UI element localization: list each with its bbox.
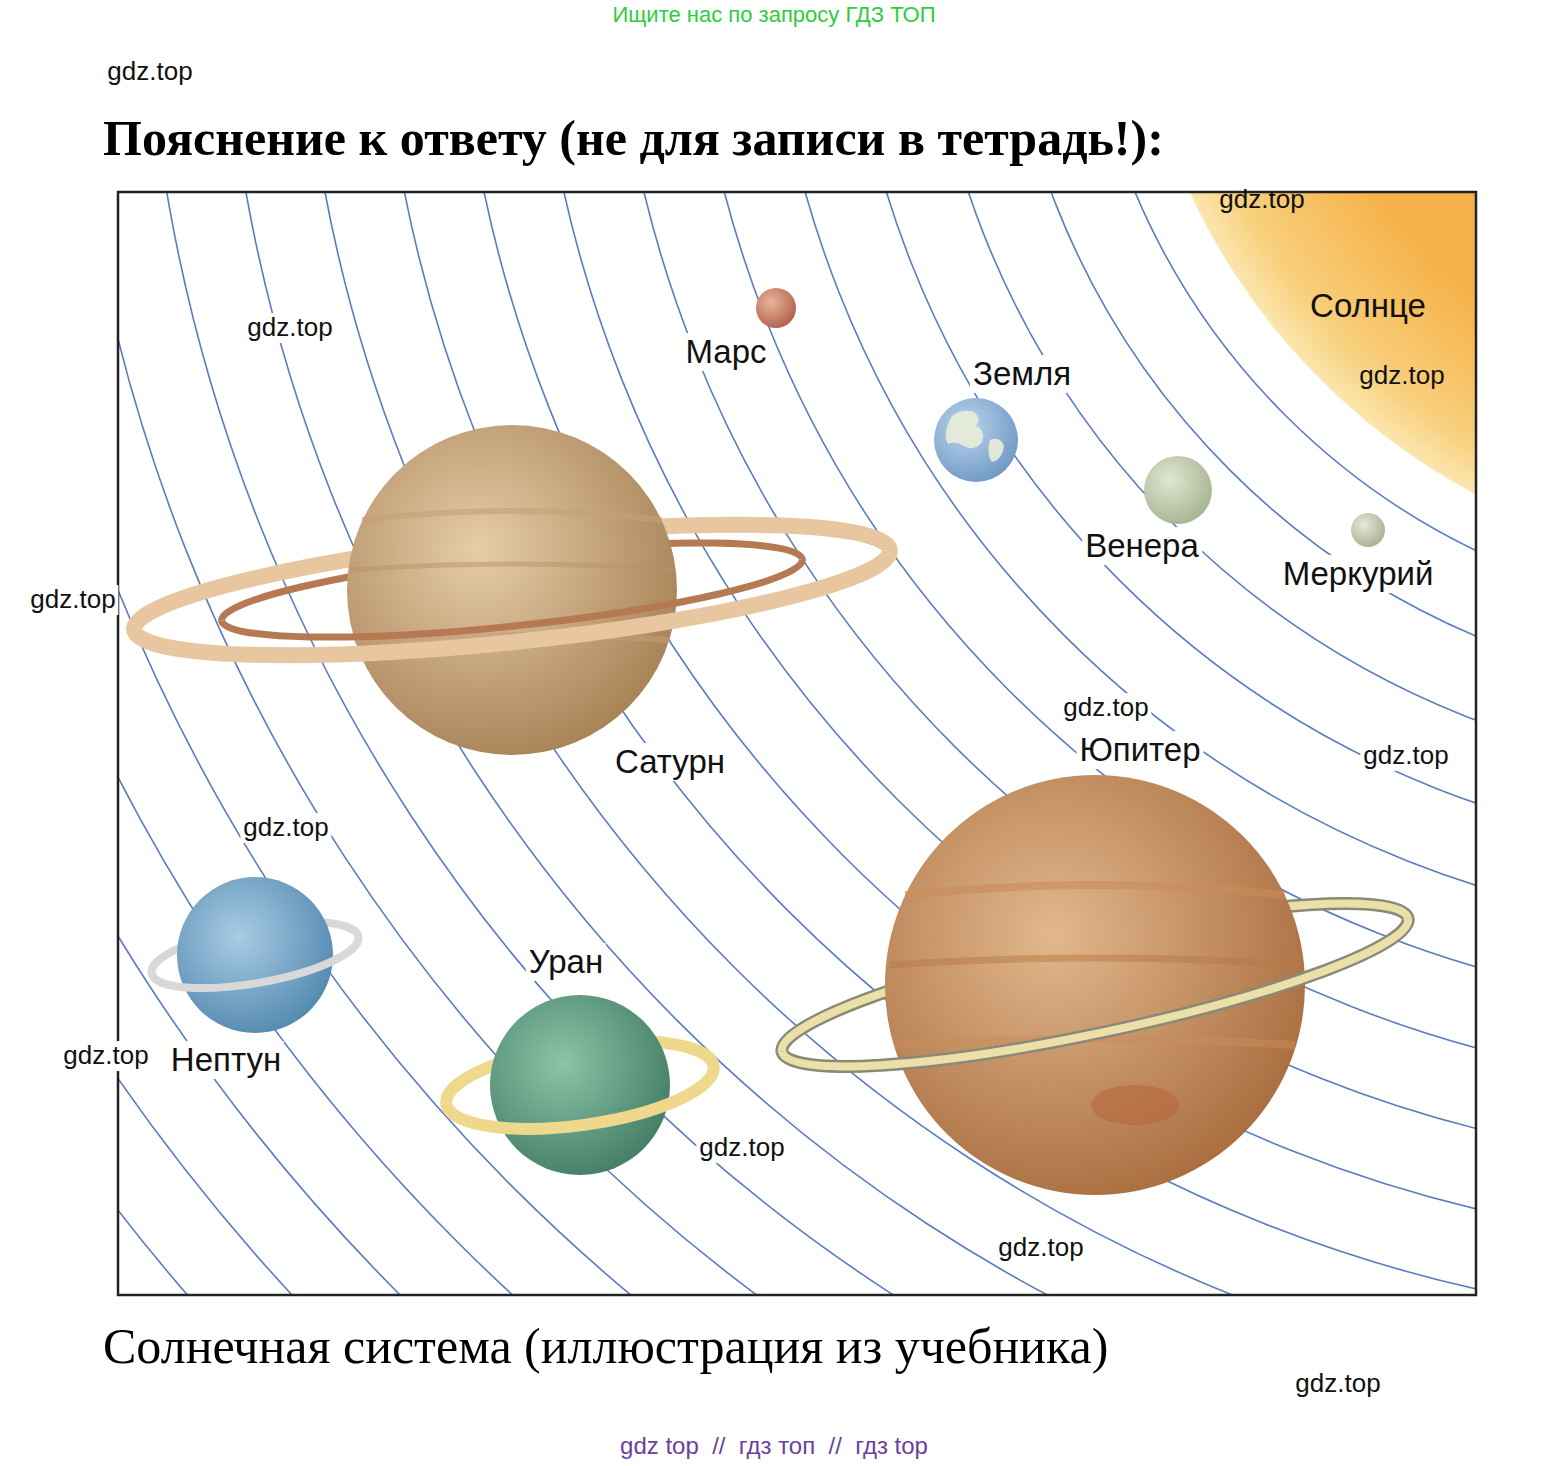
watermark: gdz.top: [995, 1233, 1086, 1263]
planet-label: Земля: [970, 355, 1074, 393]
planet-label: Меркурий: [1280, 555, 1437, 593]
watermark: gdz.top: [1216, 185, 1307, 215]
watermark: gdz.top: [1356, 361, 1447, 391]
mercury: [1351, 513, 1385, 547]
planet-label: Венера: [1082, 527, 1202, 565]
page-title: Пояснение к ответу (не для записи в тетр…: [103, 110, 1164, 168]
planet-label: Уран: [526, 943, 606, 981]
uranus: [432, 966, 728, 1205]
watermark: gdz.top: [1060, 693, 1151, 723]
watermark: gdz.top: [104, 57, 195, 87]
watermark: gdz.top: [1292, 1369, 1383, 1399]
orbit-line: [118, 192, 1476, 1295]
orbit-line: [118, 192, 1476, 1295]
orbit-line: [222, 192, 1476, 1295]
orbit-line: [118, 192, 1476, 1295]
sun: [1130, 192, 1476, 570]
planet-label: Сатурн: [612, 743, 728, 781]
watermark: gdz.top: [240, 813, 331, 843]
planet-label: Солнце: [1307, 287, 1429, 325]
site-banner: Ищите нас по запросу ГДЗ ТОП: [609, 2, 938, 27]
watermark: gdz.top: [60, 1041, 151, 1071]
orbit-line: [846, 192, 1476, 854]
orbit-lines: [118, 192, 1476, 1295]
mars: [756, 288, 796, 328]
planet-label: Нептун: [168, 1041, 284, 1079]
saturn: [118, 370, 909, 810]
orbit-line: [118, 192, 1476, 1295]
watermark: gdz.top: [27, 585, 118, 615]
illustration-frame: [118, 192, 1476, 1295]
watermark: gdz.top: [244, 313, 335, 343]
neptune: [136, 848, 374, 1062]
venus: [1144, 456, 1212, 524]
orbit-line: [300, 192, 1476, 1295]
earth: [934, 398, 1018, 482]
orbit-line: [144, 192, 1476, 1295]
orbit-line: [118, 192, 1476, 1295]
orbit-line: [118, 192, 1476, 1295]
orbit-line: [1002, 192, 1476, 698]
orbit-line: [118, 192, 1476, 1295]
planet-label: Юпитер: [1076, 731, 1203, 769]
orbit-line: [118, 192, 1476, 1295]
watermark: gdz.top: [1360, 741, 1451, 771]
orbit-line: [690, 192, 1476, 1010]
figure-caption: Солнечная система (иллюстрация из учебни…: [103, 1318, 1108, 1376]
footer-watermark: gdz top // гдз топ // гдз top: [617, 1432, 931, 1460]
orbit-line: [118, 192, 1476, 1295]
orbit-line: [1080, 192, 1476, 620]
jupiter: [730, 675, 1460, 1295]
watermark: gdz.top: [696, 1133, 787, 1163]
planet-label: Марс: [682, 333, 769, 371]
